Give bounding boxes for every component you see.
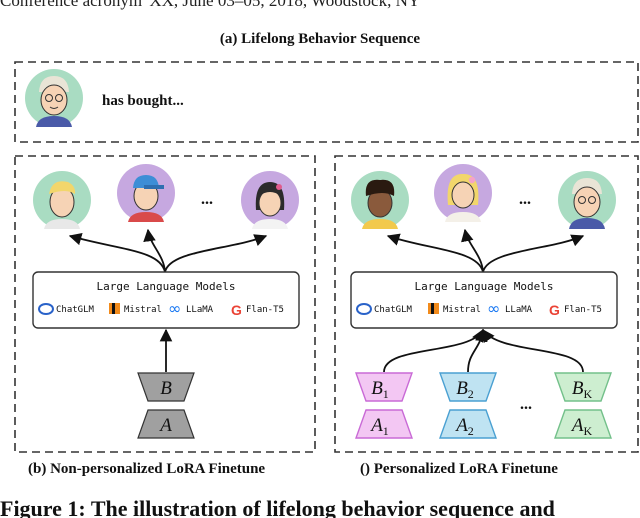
adapter-2-b-sub: 2: [468, 387, 474, 401]
adapter-k-a-sub: K: [583, 424, 592, 438]
panel-c-model-llama: LLaMA: [505, 305, 533, 315]
panel-b-lora-a-label: A: [158, 415, 172, 436]
adapters-ellipsis: ...: [520, 396, 532, 413]
panel-b-lora-b-label: B: [160, 378, 172, 399]
svg-text:B2: B2: [456, 378, 474, 401]
avatar-girl-icon: [241, 171, 299, 229]
panel-c-llm-box: [350, 271, 618, 329]
panel-c-models: ChatGLM Mistral ∞ LLaMA G Flan-T5: [356, 299, 602, 318]
chatglm-icon-2: [356, 303, 372, 315]
svg-text:A1: A1: [369, 415, 389, 438]
panel-c-arrows: [383, 228, 585, 373]
panel-c-llm-title: Large Language Models: [414, 280, 553, 293]
svg-text:B1: B1: [371, 378, 389, 401]
panel-a-title: (a) Lifelong Behavior Sequence: [219, 31, 421, 47]
panel-b-ellipsis: ...: [201, 191, 213, 208]
avatar-blond-boy-icon: [33, 171, 91, 229]
panel-b-lora-a: [137, 409, 195, 439]
adapter-2-a: A: [454, 415, 468, 436]
adapter-k-b: B: [572, 378, 584, 399]
panel-c-caption: () Personalized LoRA Finetune: [360, 461, 558, 477]
adapter-k: BK AK: [554, 372, 612, 439]
google-g-icon: G: [231, 302, 242, 318]
panel-b-model-flan: Flan-T5: [246, 305, 284, 315]
panel-c-ellipsis: ...: [519, 191, 531, 208]
avatar-blonde-girl-icon: [434, 164, 492, 222]
avatar-old-man-2-icon: [558, 171, 616, 229]
figure-caption: Figure 1: The illustration of lifelong b…: [0, 496, 555, 518]
adapter-1-a: A: [369, 415, 383, 436]
panel-b-model-mistral: Mistral: [124, 305, 162, 315]
avatar-curly-boy-icon: [351, 171, 409, 229]
chatglm-icon: [38, 303, 54, 315]
adapter-1: B1 A1: [355, 372, 413, 439]
avatar-cap-boy-icon: [117, 164, 175, 222]
panel-b-llm-title: Large Language Models: [96, 280, 235, 293]
adapter-k-a: A: [570, 415, 584, 436]
panel-a-text: has bought...: [102, 93, 184, 109]
panel-c-model-mistral: Mistral: [443, 305, 481, 315]
svg-text:BK: BK: [572, 378, 593, 401]
panel-b-models: ChatGLM Mistral ∞ LLaMA G Flan-T5: [38, 299, 284, 318]
adapter-1-b-sub: 1: [383, 387, 389, 401]
running-head: Conference acronym 'XX, June 03–05, 2018…: [0, 0, 421, 10]
panel-b-model-llama: LLaMA: [186, 305, 214, 315]
panel-b-lora-b: [137, 372, 195, 402]
adapter-2-b: B: [456, 378, 468, 399]
llama-icon: ∞: [168, 299, 181, 318]
panel-b-llm-box: [32, 271, 300, 329]
adapter-2-a-sub: 2: [468, 424, 474, 438]
google-g-icon-2: G: [549, 302, 560, 318]
panel-c-model-chatglm: ChatGLM: [374, 305, 413, 315]
avatar-old-man-icon: [25, 69, 83, 127]
panel-b-box: [14, 155, 316, 453]
panel-b-model-chatglm: ChatGLM: [56, 305, 95, 315]
adapter-1-b: B: [371, 378, 383, 399]
adapter-2: B2 A2: [439, 372, 497, 439]
panel-a-box: [14, 61, 639, 143]
adapter-1-a-sub: 1: [383, 424, 389, 438]
llama-icon-2: ∞: [487, 299, 500, 318]
panel-b-arrows: [68, 228, 268, 372]
panel-c-model-flan: Flan-T5: [564, 305, 602, 315]
panel-b-caption: (b) Non-personalized LoRA Finetune: [28, 461, 266, 477]
adapter-k-b-sub: K: [583, 387, 592, 401]
svg-text:A2: A2: [454, 415, 474, 438]
svg-text:AK: AK: [570, 415, 593, 438]
